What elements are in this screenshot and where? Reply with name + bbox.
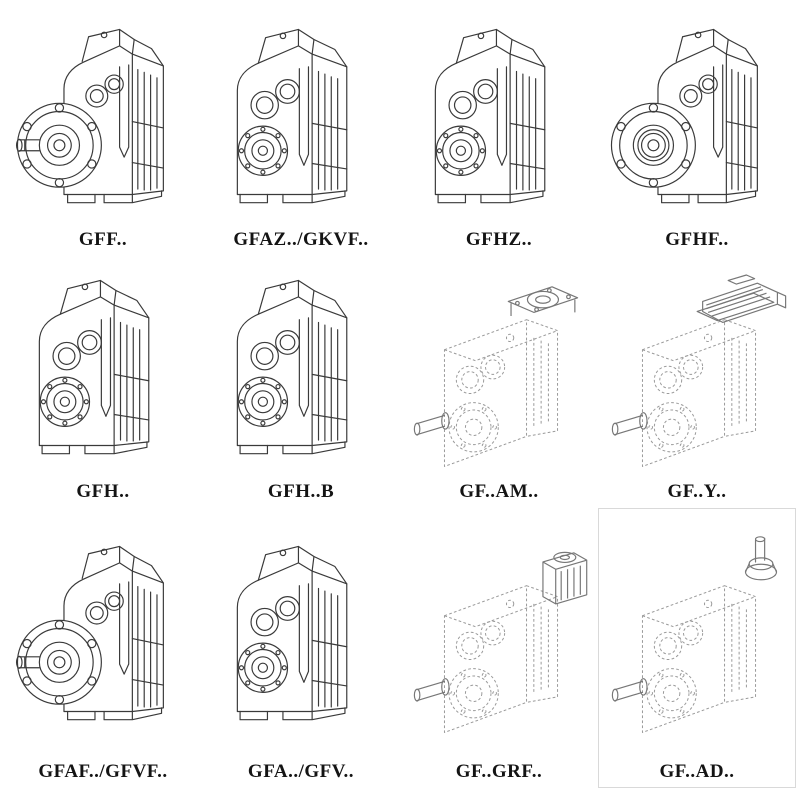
gearbox-drawing-dash-am [408,260,590,476]
gearbox-drawing-bores [12,260,194,476]
model-label: GFA../GFV.. [247,761,355,782]
model-label: GFH.. [76,481,130,502]
gearbox-symbol-use [414,552,586,732]
gearbox-symbol-use [414,287,577,467]
gearbox-cell: GFHZ.. [400,6,598,256]
gearbox-cell: GFH.. [4,256,202,508]
gearbox-cell: GFHF.. [598,6,796,256]
model-label: GFF.. [78,229,128,250]
gearbox-cell: GFAF../GFVF.. [4,508,202,788]
model-label: GFHF.. [665,229,729,250]
gearbox-symbol-use [612,275,785,466]
gearbox-drawing-bores [210,260,392,476]
gearbox-cell: GFH..B [202,256,400,508]
gearbox-drawing-bores [210,512,392,756]
model-label: GFAZ../GKVF.. [233,229,369,250]
gearbox-drawing-flange2 [606,10,788,224]
gearbox-symbol-use [16,546,163,719]
gearbox-cell: GF..AD.. [598,508,796,788]
gearbox-drawing-dash-motor [606,260,788,476]
model-label: GF..AD.. [659,761,735,782]
gearbox-cell: GFF.. [4,6,202,256]
gearbox-symbol-use [237,280,346,453]
gearbox-cell: GF..GRF.. [400,508,598,788]
gearbox-cell: GFA../GFV.. [202,508,400,788]
gearbox-symbol-use [16,29,163,202]
model-label: GFH..B [267,481,335,502]
gearbox-symbol-use [237,29,346,202]
gearbox-drawing-flange [12,512,194,756]
model-label: GF..GRF.. [455,761,543,782]
gearbox-drawing-bores [408,10,590,224]
gearbox-symbol-use [612,537,776,733]
gearbox-drawing-dash-ad [606,512,788,756]
gearbox-drawing-bores [210,10,392,224]
model-label: GF..AM.. [459,481,539,502]
gearbox-cell: GF..AM.. [400,256,598,508]
gearbox-grid: GFF.. GFAZ../GKVF.. GFHZ.. GFHF.. GFH.. … [4,6,796,798]
gearbox-symbol-use [611,29,757,202]
gearbox-drawing-dash-gr [408,512,590,756]
gearbox-symbol-use [237,546,346,719]
gearbox-symbol-use [435,29,544,202]
gearbox-cell: GF..Y.. [598,256,796,508]
model-label: GFHZ.. [465,229,533,250]
gearbox-symbol-use [39,280,148,453]
model-label: GF..Y.. [667,481,727,502]
model-label: GFAF../GFVF.. [38,761,168,782]
gearbox-drawing-flange [12,10,194,224]
gearbox-cell: GFAZ../GKVF.. [202,6,400,256]
